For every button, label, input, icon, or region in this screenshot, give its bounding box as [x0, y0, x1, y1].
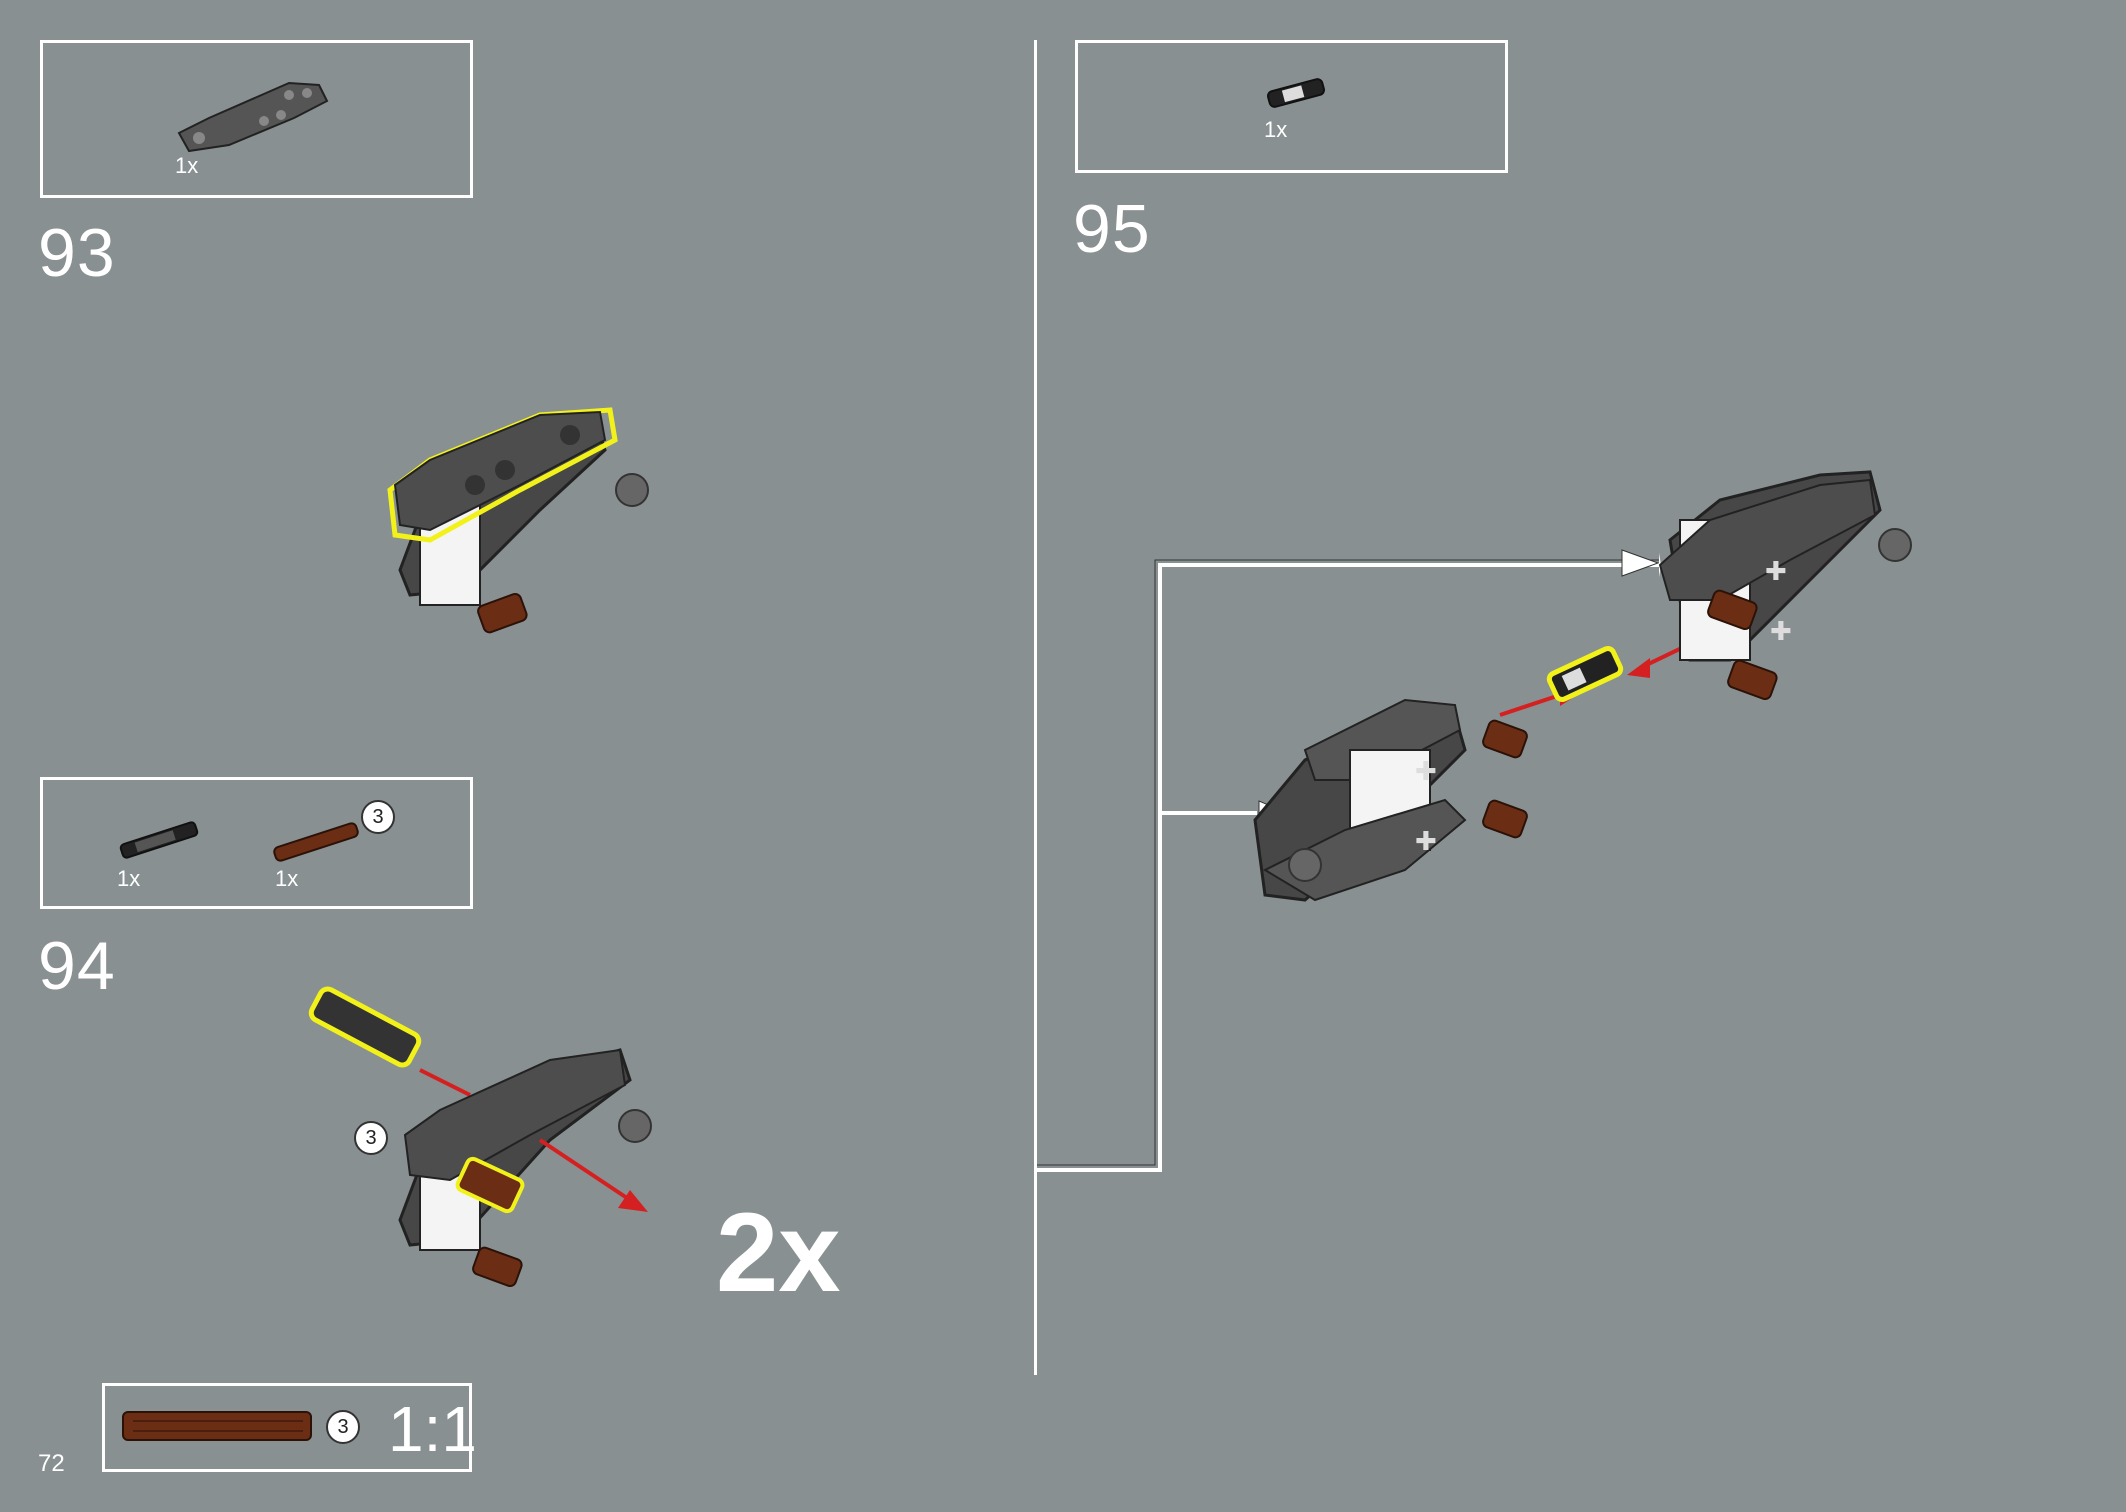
step-94-multiplier: 2x: [716, 1190, 841, 1315]
step-95-parts-box: 1x: [1075, 40, 1508, 173]
svg-text:✚: ✚: [1770, 616, 1792, 646]
step-94-axle-qty: 1x: [275, 866, 299, 891]
svg-text:✚: ✚: [1765, 556, 1787, 586]
brown-axle-part-icon: [273, 822, 359, 862]
step-93-part-qty: 1x: [175, 153, 199, 178]
axle-length-callout: 3: [361, 800, 395, 834]
connector-part-icon: [1267, 78, 1325, 108]
step-95-part-qty: 1x: [1264, 117, 1288, 142]
step-94-assembly: [308, 986, 652, 1288]
step-94-parts-box: 3 1x 1x: [40, 777, 473, 909]
scale-length-callout: 3: [326, 1410, 360, 1444]
scale-ruler-box: 3 1:1: [102, 1383, 477, 1472]
step-95-upper-assembly: ✚ ✚: [1658, 470, 1912, 701]
svg-text:✚: ✚: [1415, 826, 1437, 856]
axle-pin-part-icon: [119, 821, 199, 859]
liftarm-part-icon: [177, 81, 329, 153]
step-93-number: 93: [38, 215, 116, 291]
svg-text:✚: ✚: [1415, 756, 1437, 786]
step-95-upper-arrowhead: [1621, 549, 1660, 577]
axle-scale-icon: [122, 1411, 312, 1441]
step-93-assembly: [387, 407, 649, 634]
page-number: 72: [38, 1450, 65, 1477]
scale-label: 1:1: [388, 1393, 477, 1465]
step-95-lower-assembly: ✚ ✚: [1253, 698, 1528, 902]
step-94-part-callout: 3: [354, 1121, 388, 1155]
step-94-number: 94: [38, 928, 116, 1004]
step-94-axle-pin-qty: 1x: [117, 866, 141, 891]
page-divider: [1034, 40, 1037, 1375]
step-95-number: 95: [1073, 191, 1151, 267]
step-93-parts-box: 1x: [40, 40, 473, 198]
